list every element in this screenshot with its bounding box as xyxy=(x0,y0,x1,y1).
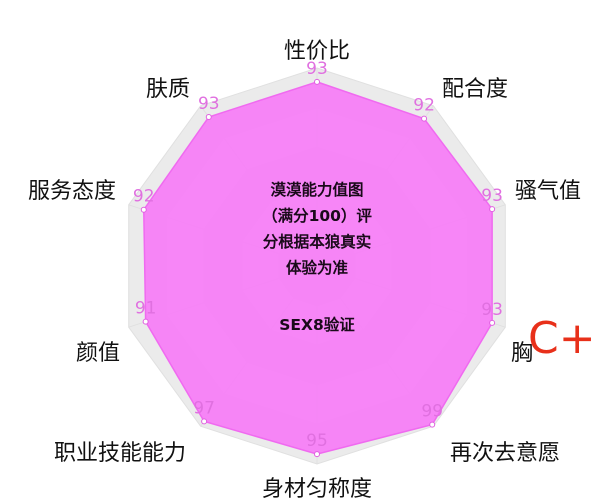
data-point-1 xyxy=(314,78,320,85)
value-label: 92 xyxy=(413,96,435,116)
value-label: 99 xyxy=(421,402,443,422)
data-point-9 xyxy=(140,206,147,213)
data-point-2 xyxy=(421,115,428,122)
center-line-2: （满分100）评 xyxy=(262,207,372,225)
data-point-5 xyxy=(429,421,436,428)
axis-label: 再次去意愿 xyxy=(450,441,560,466)
value-label: 97 xyxy=(193,398,215,418)
data-point-4 xyxy=(489,319,496,326)
center-line-1: 漠漠能力值图 xyxy=(270,181,364,199)
data-point-8 xyxy=(142,318,149,325)
value-label: 91 xyxy=(135,299,157,319)
axis-label: 性价比 xyxy=(284,39,350,64)
verify-text: SEX8验证 xyxy=(279,316,355,334)
center-line-4: 体验为准 xyxy=(285,259,348,277)
value-label: 93 xyxy=(481,186,503,206)
axis-label: 身材匀称度 xyxy=(262,477,372,502)
axis-label: 骚气值 xyxy=(515,179,581,204)
chart-center-title: 漠漠能力值图 （满分100）评 分根据本狼真实 体验为准 xyxy=(232,177,402,281)
data-point-10 xyxy=(205,114,212,121)
data-point-6 xyxy=(314,451,320,458)
axis-label: 颜值 xyxy=(76,341,120,366)
axis-label: 胸 xyxy=(511,341,533,366)
value-label: 93 xyxy=(306,59,328,79)
data-point-3 xyxy=(489,206,496,213)
data-point-7 xyxy=(201,418,208,425)
axis-label: 肤质 xyxy=(146,77,190,102)
value-label: 95 xyxy=(306,431,328,451)
axis-label: 配合度 xyxy=(442,77,508,102)
axis-label: 职业技能能力 xyxy=(54,441,186,466)
value-label: 93 xyxy=(481,300,503,320)
center-line-3: 分根据本狼真实 xyxy=(262,233,372,251)
grade-badge: C+ xyxy=(528,313,596,364)
axis-label: 服务态度 xyxy=(28,179,116,204)
value-label: 93 xyxy=(198,94,220,114)
value-label: 92 xyxy=(133,187,155,207)
